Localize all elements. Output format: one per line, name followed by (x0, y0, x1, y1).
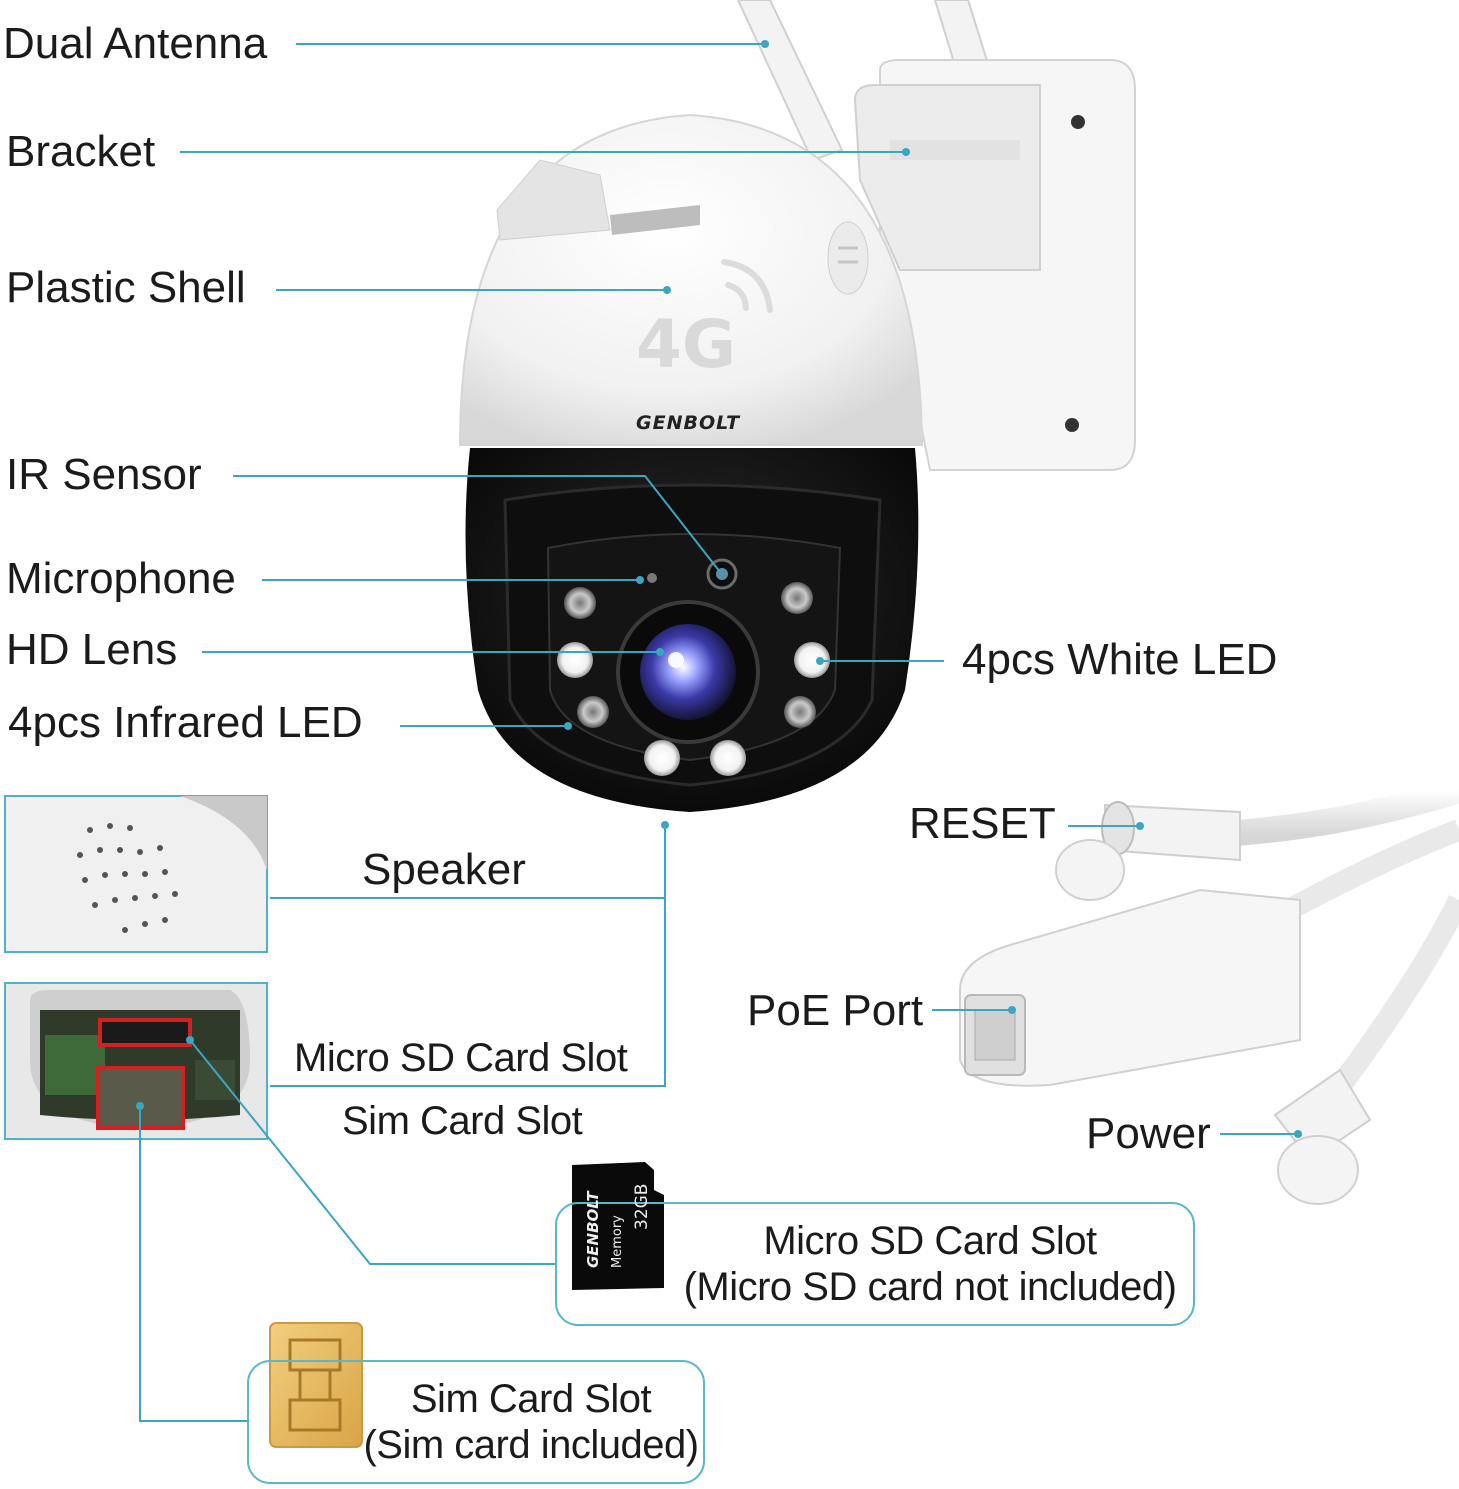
cable-connector-icon (959, 777, 1459, 1205)
label-infrared-led: 4pcs Infrared LED (8, 698, 363, 747)
sd-callout-box (555, 1202, 1195, 1326)
label-micro-sd-slot: Micro SD Card Slot (294, 1036, 628, 1080)
sim-card-icon (269, 1322, 363, 1448)
board-photo-icon (4, 982, 268, 1140)
sim-callout-title: Sim Card Slot (410, 1377, 652, 1421)
label-microphone: Microphone (6, 554, 236, 603)
label-speaker: Speaker (362, 845, 526, 894)
sd-card-icon (572, 1162, 664, 1290)
sd-card-brand: GENBOLT (584, 1191, 602, 1268)
sd-callout-note: (Micro SD card not included) (683, 1265, 1177, 1309)
label-white-led: 4pcs White LED (962, 635, 1278, 684)
sd-callout-title: Micro SD Card Slot (763, 1219, 1097, 1263)
network-badge: 4G (636, 306, 737, 383)
label-power: Power (1086, 1109, 1211, 1158)
sim-callout-note: (Sim card included) (363, 1423, 699, 1467)
label-sim-slot: Sim Card Slot (342, 1099, 583, 1143)
label-bracket: Bracket (6, 127, 156, 176)
label-reset: RESET (909, 799, 1056, 848)
sd-card-memory: Memory (610, 1215, 625, 1268)
leader-dots (136, 40, 1302, 1138)
label-ir-sensor: IR Sensor (6, 450, 202, 499)
led-icon (557, 582, 830, 776)
bracket-icon (853, 59, 1136, 471)
label-poe-port: PoE Port (747, 986, 924, 1035)
sd-card-capacity: 32GB (632, 1183, 652, 1230)
label-plastic-shell: Plastic Shell (6, 263, 246, 312)
speaker-grille-icon (4, 795, 268, 953)
label-dual-antenna: Dual Antenna (3, 19, 268, 68)
camera-dome-icon (458, 113, 924, 812)
label-hd-lens: HD Lens (6, 625, 178, 674)
sim-callout-box (247, 1360, 705, 1484)
leader-lines (139, 43, 1298, 1422)
brand-logo: GENBOLT (636, 412, 741, 434)
